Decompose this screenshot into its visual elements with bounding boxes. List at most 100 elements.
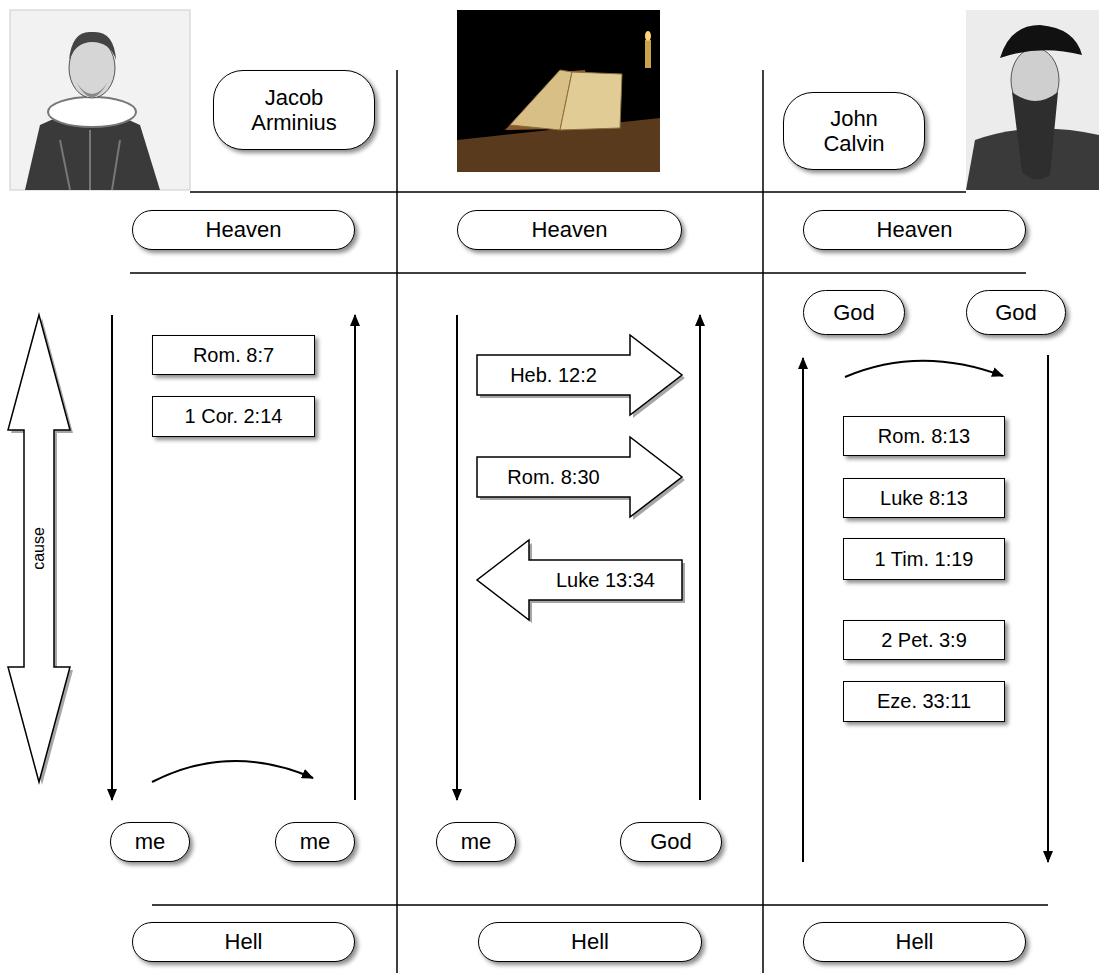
candle-flame: [645, 31, 651, 41]
verse-reference: 1 Cor. 2:14: [185, 405, 283, 428]
arminius-portrait: [10, 10, 190, 190]
text-holder: Rom. 8:7: [193, 344, 274, 367]
calvin-portrait: [966, 10, 1099, 190]
arrow-shape: [477, 540, 682, 620]
verse-reference: 1 Tim. 1:19: [875, 548, 974, 571]
text-holder: God: [833, 300, 875, 325]
verse-reference: Rom. 8:7: [193, 344, 274, 367]
rounded-label: me: [436, 822, 516, 862]
place-label: Heaven: [532, 217, 608, 242]
column-divider: [762, 70, 764, 973]
column-divider: [396, 70, 398, 973]
text-holder: Heaven: [206, 217, 282, 242]
verse-box: Rom. 8:7: [152, 335, 315, 375]
rounded-label: Heaven: [132, 210, 355, 250]
text-holder: Luke 13:34: [529, 560, 682, 600]
rounded-label: Hell: [803, 922, 1026, 962]
flow-arrow: [111, 315, 113, 800]
flow-arrow: [354, 315, 356, 800]
rounded-label: God: [803, 290, 905, 335]
place-label: me: [135, 829, 166, 854]
bible-picture: [457, 10, 660, 172]
portrait-frame: [10, 10, 190, 190]
text-holder: me: [135, 829, 166, 854]
rounded-label: Jacob Arminius: [213, 70, 375, 150]
flow-arrow: [802, 358, 804, 862]
place-label: me: [461, 829, 492, 854]
text-holder: 1 Tim. 1:19: [875, 548, 974, 571]
rounded-label: me: [275, 822, 355, 862]
grid-line: [190, 191, 966, 193]
rounded-label: me: [110, 822, 190, 862]
rounded-label: Hell: [132, 922, 355, 962]
place-label: God: [650, 829, 692, 854]
text-holder: God: [995, 300, 1037, 325]
place-label: Hell: [225, 929, 263, 954]
verse-box: Eze. 33:11: [843, 681, 1005, 722]
rounded-label: God: [620, 822, 722, 862]
flow-arrow: [1047, 355, 1049, 862]
verse-reference: Luke 8:13: [880, 487, 968, 510]
grid-line: [152, 904, 1048, 906]
text-holder: Hell: [571, 929, 609, 954]
verse-arrow: Luke 13:34: [477, 540, 682, 620]
place-label: me: [300, 829, 331, 854]
verse-reference: Rom. 8:13: [878, 425, 970, 448]
verse-box: 2 Pet. 3:9: [843, 620, 1005, 660]
curved-arrow: [845, 361, 1003, 377]
verse-box: 1 Cor. 2:14: [152, 396, 315, 437]
text-holder: Rom. 8:30: [477, 457, 630, 497]
text-holder: Heaven: [877, 217, 953, 242]
text-holder: Eze. 33:11: [877, 690, 971, 713]
place-label: Heaven: [877, 217, 953, 242]
grid-line: [130, 272, 1026, 274]
verse-box: 1 Tim. 1:19: [843, 538, 1005, 580]
verse-reference: Heb. 12:2: [510, 364, 597, 387]
portrait-hat: [1000, 25, 1082, 58]
place-label: God: [995, 300, 1037, 325]
portrait-ruff: [48, 97, 136, 127]
portrait-beard: [1012, 92, 1058, 179]
place-label: God: [833, 300, 875, 325]
place-label: Heaven: [206, 217, 282, 242]
rounded-label: Heaven: [803, 210, 1026, 250]
verse-reference: 2 Pet. 3:9: [881, 629, 967, 652]
portrait-beard: [76, 82, 108, 98]
verse-reference: Rom. 8:30: [507, 466, 599, 489]
place-label: Jacob Arminius: [234, 85, 354, 136]
flow-arrow: [456, 315, 458, 800]
cause-arrow: cause: [8, 315, 70, 782]
portrait-folds: [60, 130, 120, 190]
portrait-frame: [966, 10, 1099, 190]
text-holder: me: [461, 829, 492, 854]
place-label: Hell: [896, 929, 934, 954]
text-holder: God: [650, 829, 692, 854]
text-holder: Rom. 8:13: [878, 425, 970, 448]
verse-arrow: Heb. 12:2: [477, 335, 682, 415]
verse-box: Rom. 8:13: [843, 416, 1005, 456]
rounded-label: God: [966, 290, 1066, 335]
portrait-hair: [69, 32, 116, 60]
rounded-label: Hell: [478, 922, 702, 962]
flow-arrow: [699, 315, 701, 800]
text-holder: Hell: [896, 929, 934, 954]
text-holder: Hell: [225, 929, 263, 954]
text-holder: Heaven: [532, 217, 608, 242]
verse-box: Luke 8:13: [843, 478, 1005, 518]
book-page-right: [560, 72, 622, 130]
picture-ground: [457, 10, 660, 172]
rounded-label: John Calvin: [783, 92, 925, 170]
verse-reference: Eze. 33:11: [877, 690, 971, 713]
text-holder: Luke 8:13: [880, 487, 968, 510]
curved-arrow: [152, 761, 313, 782]
verse-reference: Luke 13:34: [556, 569, 655, 592]
candle: [645, 40, 651, 68]
text-holder: Heb. 12:2: [477, 355, 630, 395]
text-holder: 1 Cor. 2:14: [185, 405, 283, 428]
verse-arrow: Rom. 8:30: [477, 437, 682, 517]
text-holder: 2 Pet. 3:9: [881, 629, 967, 652]
text-holder: John Calvin: [804, 106, 904, 157]
axis-label: cause: [30, 527, 48, 570]
place-label: Hell: [571, 929, 609, 954]
